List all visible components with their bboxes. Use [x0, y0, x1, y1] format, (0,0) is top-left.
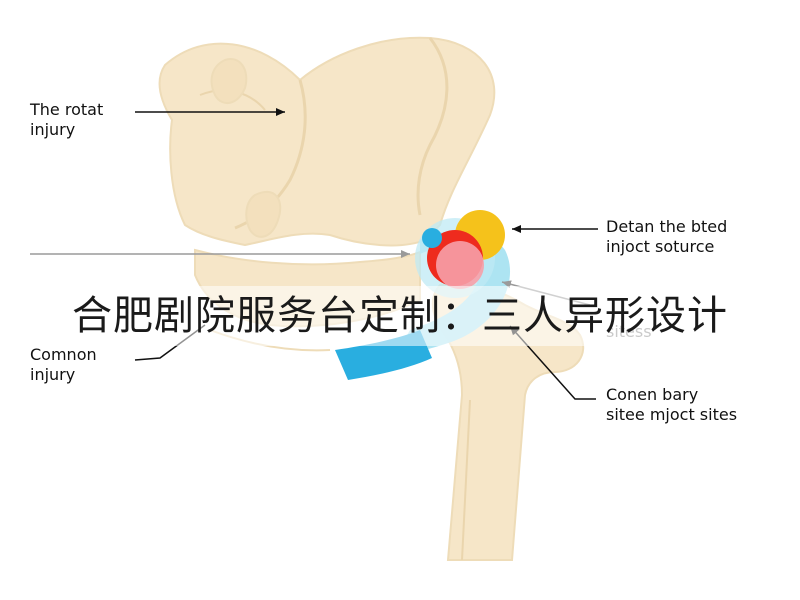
pointer-conen [509, 325, 596, 400]
label-conen-bary-sites: Conen bary sitee mjoct sites [606, 385, 738, 424]
label-detan-injoct-source: Detan the bted injoct soturce [606, 217, 728, 256]
sacrum [210, 58, 282, 238]
label-comnon-injury: Comnon injury [30, 345, 97, 384]
pink-marker [436, 241, 484, 289]
blue-dot [422, 228, 442, 248]
label-rotat-injury: The rotat injury [30, 100, 104, 139]
banner-overlay [0, 286, 800, 346]
pelvis-bone [158, 36, 496, 247]
banner-title: 合肥剧院服务台定制：三人异形设计 [72, 293, 728, 339]
